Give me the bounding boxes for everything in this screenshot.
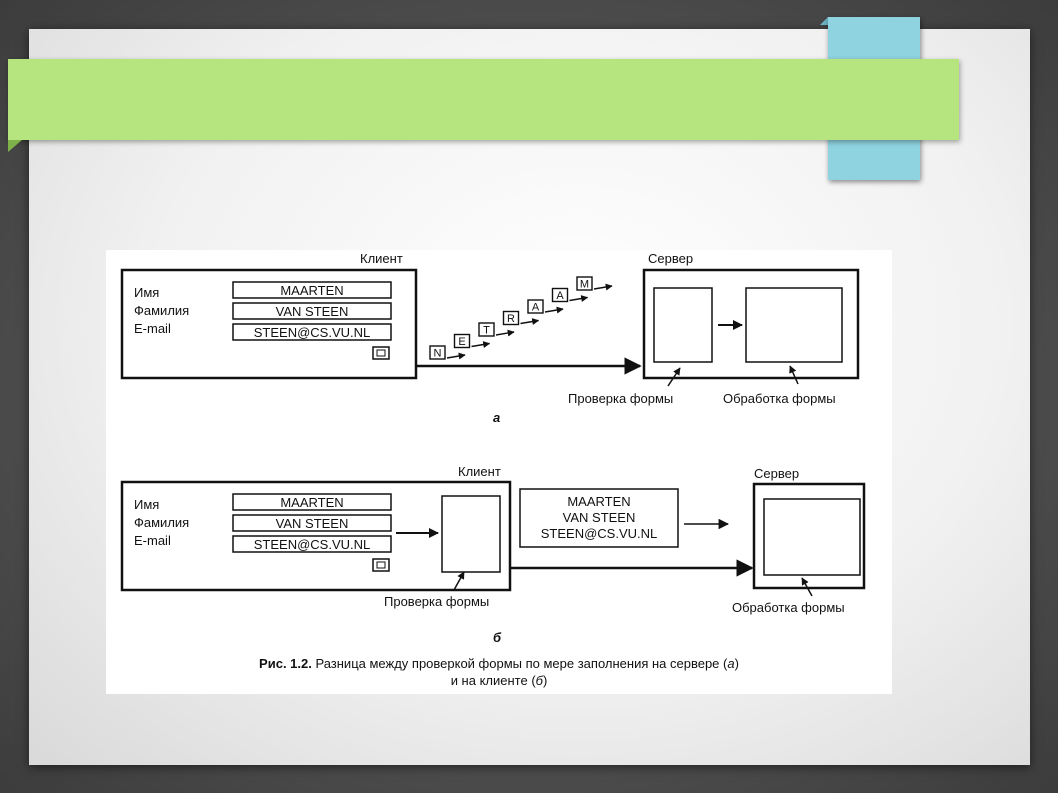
panel-a-process-box	[745, 287, 843, 363]
panel-b-surname-field	[232, 514, 392, 532]
caption-line-1-text: Разница между проверкой формы по мере за…	[312, 656, 728, 671]
panel-a-process-pointer	[789, 365, 799, 385]
letter-packet-label: N	[434, 348, 442, 360]
panel-a-email-label: E-mail	[134, 321, 171, 336]
panel-b-surname-label: Фамилия	[134, 515, 189, 530]
panel-b-check-pointer	[453, 571, 465, 591]
panel-b-message-line-1: MAARTEN	[567, 494, 630, 509]
letter-packet-box	[453, 333, 471, 349]
letter-packet-arrow	[495, 329, 515, 337]
panel-b-process-label: Обработка формы	[732, 600, 845, 615]
letter-packet-label: M	[580, 279, 589, 291]
panel-a-check-pointer	[667, 367, 681, 387]
panel-b-message-line-3: STEEN@CS.VU.NL	[541, 526, 658, 541]
panel-b-client-window	[120, 480, 512, 592]
panel-a-check-label: Проверка формы	[568, 391, 673, 406]
panel-a-surname-field	[232, 302, 392, 320]
letter-packet-box	[429, 345, 446, 360]
panel-b-email-field	[232, 535, 392, 553]
panel-b-submit-icon	[372, 558, 390, 572]
letter-packet-arrow	[520, 318, 540, 325]
figure-diagram: Клиент Сервер Имя Фамилия E-mail MAARTEN…	[120, 251, 866, 688]
panel-a-server-window	[642, 268, 860, 380]
letter-packet-label: T	[483, 325, 490, 337]
letter-packet-arrow	[593, 283, 613, 291]
panel-b-submit-icon-inner	[376, 561, 386, 569]
panel-a-sublabel: а	[493, 410, 500, 425]
letter-packet-box	[527, 299, 544, 314]
letter-packet-arrow	[446, 352, 466, 360]
letter-packet-label: E	[458, 336, 465, 348]
panel-a-client-window	[120, 268, 418, 380]
panel-b-process-pointer	[801, 577, 813, 597]
caption-line-1-var: а	[727, 656, 734, 671]
caption-line-2-end: )	[543, 673, 547, 688]
caption-line-1: Рис. 1.2. Разница между проверкой формы …	[259, 656, 739, 671]
caption-line-1-end: )	[735, 656, 739, 671]
panel-a-submit-icon-inner	[376, 349, 386, 357]
panel-a-submit-icon	[372, 346, 390, 360]
panel-b-email-label: E-mail	[134, 533, 171, 548]
panel-b-server-label: Сервер	[754, 466, 799, 481]
panel-a-surname-value: VAN STEEN	[276, 304, 349, 319]
panel-a-name-value: MAARTEN	[280, 283, 343, 298]
cyan-block-fold	[820, 17, 828, 25]
letter-packet-box	[551, 287, 569, 303]
panel-a-process-label: Обработка формы	[723, 391, 836, 406]
panel-b-process-box	[763, 498, 861, 576]
letter-packet-arrow	[544, 306, 564, 314]
panel-b-name-label: Имя	[134, 497, 159, 512]
figure-image: Клиент Сервер Имя Фамилия E-mail MAARTEN…	[106, 250, 892, 694]
caption-line-2: и на клиенте (б)	[451, 673, 548, 688]
panel-b-message-box	[519, 488, 679, 548]
caption-line-2-text: и на клиенте (	[451, 673, 537, 688]
title-band-fold	[8, 140, 22, 152]
panel-a-name-field	[232, 281, 392, 299]
letter-packet-label: A	[532, 302, 540, 314]
panel-a-name-label: Имя	[134, 285, 159, 300]
panel-b-name-value: MAARTEN	[280, 495, 343, 510]
panel-a-check-box	[653, 287, 713, 363]
panel-b-name-field	[232, 493, 392, 511]
panel-a-client-label: Клиент	[360, 251, 403, 266]
caption-prefix: Рис. 1.2.	[259, 656, 312, 671]
letter-packet-arrow	[569, 295, 589, 302]
panel-b-sublabel: б	[493, 630, 502, 645]
letter-packet-box	[502, 310, 520, 326]
letter-packet-label: R	[507, 313, 515, 325]
panel-a-email-value: STEEN@CS.VU.NL	[254, 325, 371, 340]
panel-a-server-label: Сервер	[648, 251, 693, 266]
panel-b-server-window	[752, 482, 866, 590]
letter-packet-box	[478, 322, 495, 337]
panel-b-surname-value: VAN STEEN	[276, 516, 349, 531]
panel-a-letter-stream: N E T R A A M	[429, 276, 613, 360]
panel-b-email-value: STEEN@CS.VU.NL	[254, 537, 371, 552]
panel-a-surname-label: Фамилия	[134, 303, 189, 318]
letter-packet-arrow	[471, 341, 491, 348]
panel-b-check-label: Проверка формы	[384, 594, 489, 609]
panel-b: Клиент Сервер Имя Фамилия E-mail MAARTEN…	[120, 464, 866, 645]
panel-b-message-line-2: VAN STEEN	[563, 510, 636, 525]
panel-a: Клиент Сервер Имя Фамилия E-mail MAARTEN…	[120, 251, 860, 425]
caption-line-2-var: б	[536, 673, 544, 688]
panel-b-check-box	[441, 495, 501, 573]
title-band	[8, 59, 959, 140]
panel-a-email-field	[232, 323, 392, 341]
letter-packet-box	[576, 276, 593, 291]
panel-b-client-label: Клиент	[458, 464, 501, 479]
letter-packet-label: A	[556, 290, 564, 302]
